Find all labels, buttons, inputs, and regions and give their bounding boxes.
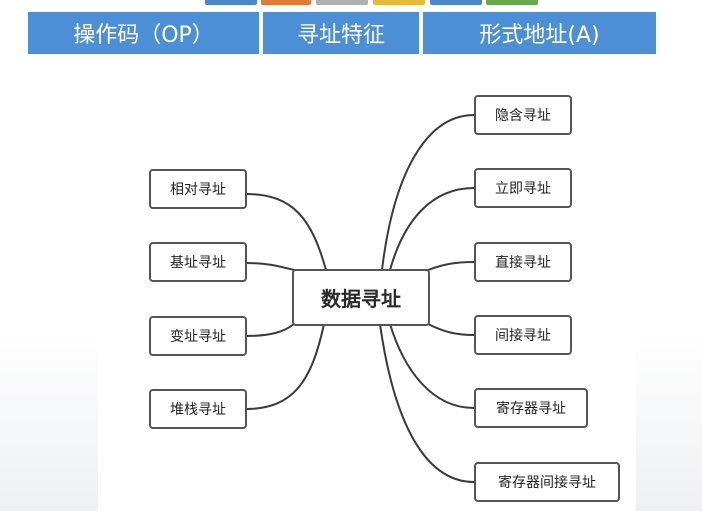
connector-register-indirect [379,323,475,483]
node-implicit-addressing[interactable]: 隐含寻址 [474,95,572,135]
color-tab-6[interactable] [486,0,538,5]
connector-register [389,323,475,409]
connector-implicit [381,114,475,271]
node-direct-addressing[interactable]: 直接寻址 [474,242,572,282]
mindmap-canvas: 数据寻址 相对寻址 基址寻址 变址寻址 堆栈寻址 隐含寻址 立即寻址 直接寻址 … [98,70,636,511]
instruction-format-bar: 操作码（OP） 寻址特征 形式地址(A) [28,12,656,54]
color-tab-1[interactable] [205,0,257,5]
connector-base [245,262,295,271]
center-node[interactable]: 数据寻址 [292,269,430,326]
connector-direct [427,261,475,271]
node-immediate-addressing[interactable]: 立即寻址 [474,168,572,208]
formal-address-field: 形式地址(A) [423,12,656,54]
top-color-tabs [0,0,702,6]
connector-indirect [427,323,475,336]
node-indirect-addressing[interactable]: 间接寻址 [474,315,572,355]
mindmap-connectors [245,114,475,483]
color-tab-2[interactable] [261,0,311,5]
connector-immediate [389,187,475,271]
color-tab-3[interactable] [316,0,368,5]
node-relative-addressing[interactable]: 相对寻址 [149,169,247,209]
node-stack-addressing[interactable]: 堆栈寻址 [149,389,247,429]
node-register-addressing[interactable]: 寄存器寻址 [474,388,588,428]
node-base-addressing[interactable]: 基址寻址 [149,242,247,282]
node-index-addressing[interactable]: 变址寻址 [149,316,247,356]
opcode-field: 操作码（OP） [28,12,259,54]
connector-stack [245,323,325,410]
node-register-indirect-addressing[interactable]: 寄存器间接寻址 [474,462,620,502]
connector-relative [245,193,327,271]
color-tab-5[interactable] [430,0,482,5]
color-tab-4[interactable] [373,0,425,5]
connector-index [245,323,295,337]
addressing-feature-field: 寻址特征 [263,12,419,54]
